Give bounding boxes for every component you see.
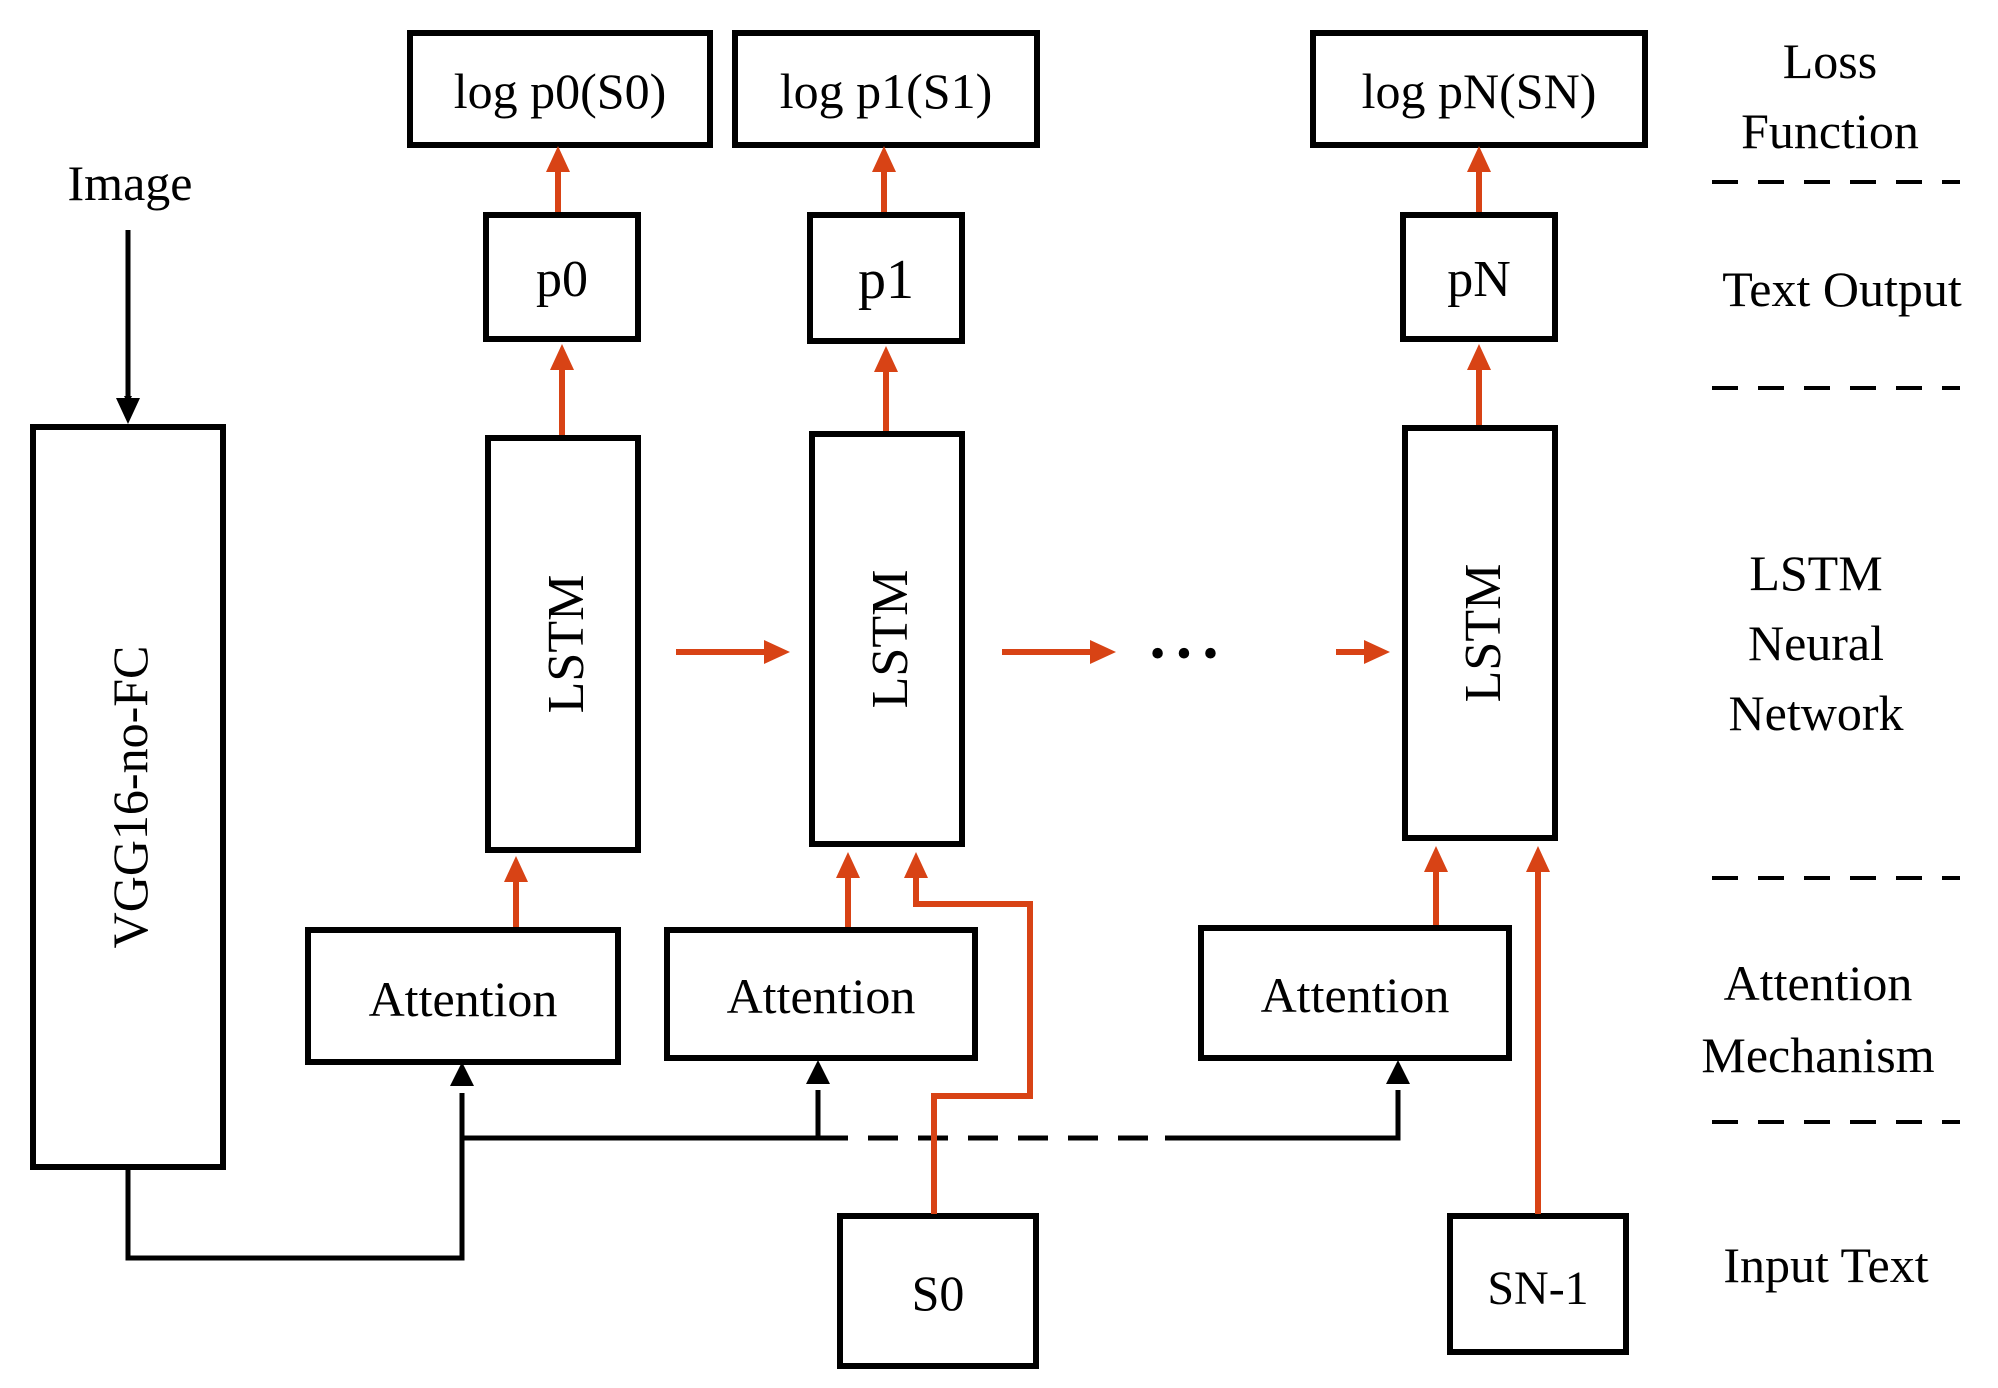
feature-bus-solid-end: [1165, 1090, 1401, 1141]
recurrent-arrowhead-dots-n: [1364, 640, 1390, 664]
lstm-box-1: [809, 431, 965, 847]
step-n: log pN(SN) pN LSTM Attention: [1198, 30, 1648, 1061]
ellipsis: • • •: [1150, 629, 1218, 678]
attention-box-1: [664, 927, 978, 1061]
output-box-1: [807, 212, 965, 344]
attention-label-n: Attention: [1261, 967, 1450, 1023]
layer-lstm-line-2: Neural: [1748, 615, 1884, 671]
attention-to-lstm-arrowhead-1: [836, 852, 860, 878]
input-text-label-sn-1: SN-1: [1487, 1262, 1588, 1315]
recurrent-arrowhead-0-1: [764, 640, 790, 664]
image-label: Image: [68, 155, 193, 211]
lstm-to-output-arrowhead-1: [874, 346, 898, 372]
lstm-box-n: [1402, 425, 1558, 841]
output-to-loss-arrowhead-1: [872, 146, 896, 172]
output-label-0: p0: [536, 251, 588, 308]
input-text-label-s0: S0: [912, 1265, 965, 1321]
output-box-n: [1400, 212, 1558, 342]
step-0: log p0(S0) p0 LSTM Attention: [305, 30, 713, 1065]
output-label-n: pN: [1447, 251, 1511, 308]
attention-1-input-arrowhead: [806, 1060, 830, 1084]
layer-input-text: Input Text: [1723, 1237, 1928, 1293]
recurrent-arrowhead-1-dots: [1090, 640, 1116, 664]
loss-label-n: log pN(SN): [1362, 63, 1597, 119]
attention-to-lstm-arrowhead-0: [504, 856, 528, 882]
loss-box-1: [732, 30, 1040, 148]
lstm-label-0: LSTM: [538, 575, 595, 714]
attention-0-input-arrowhead: [450, 1062, 474, 1086]
attention-box-n: [1198, 925, 1512, 1061]
layer-loss-line-2: Function: [1741, 103, 1919, 159]
lstm-label-1: LSTM: [862, 570, 919, 709]
step-1: log p1(S1) p1 LSTM Attention: [664, 30, 1040, 1061]
attention-n-input-arrowhead: [1386, 1060, 1410, 1084]
attention-to-lstm-arrowhead-n: [1424, 846, 1448, 872]
layer-legend: Loss Function Text Output LSTM Neural Ne…: [1701, 33, 1962, 1293]
lstm-to-output-arrowhead-n: [1467, 344, 1491, 370]
encoder-output-line: [125, 1093, 465, 1261]
loss-label-0: log p0(S0): [454, 63, 667, 119]
encoder-label: VGG16-no-FC: [102, 646, 158, 949]
input-text-box-sn-1: SN-1: [1447, 1213, 1629, 1355]
attention-label-0: Attention: [369, 971, 558, 1027]
layer-lstm-line-1: LSTM: [1749, 545, 1882, 601]
loss-box-n: [1310, 30, 1648, 148]
layer-text-output: Text Output: [1722, 261, 1962, 317]
loss-box-0: [407, 30, 713, 148]
loss-label-1: log p1(S1): [780, 63, 993, 119]
output-box-0: [483, 212, 641, 342]
output-to-loss-arrowhead-n: [1467, 146, 1491, 172]
output-label-1: p1: [858, 249, 914, 311]
layer-loss-line-1: Loss: [1783, 33, 1877, 89]
output-to-loss-arrowhead-0: [546, 146, 570, 172]
attention-box-0: [305, 927, 621, 1065]
encoder-block: VGG16-no-FC: [30, 424, 226, 1170]
image-arrowhead: [116, 398, 140, 424]
lstm-label-n: LSTM: [1455, 564, 1512, 703]
layer-attention-line-2: Mechanism: [1701, 1027, 1934, 1083]
input-text-box-s0: S0: [837, 1213, 1039, 1369]
s0-to-lstm-1-path: [913, 876, 1033, 1214]
sn-1-to-lstm-n-arrowhead: [1526, 846, 1550, 872]
lstm-to-output-arrowhead-0: [550, 344, 574, 370]
attention-label-1: Attention: [727, 968, 916, 1024]
layer-attention-line-1: Attention: [1724, 955, 1913, 1011]
lstm-box-0: [485, 435, 641, 853]
s0-to-lstm-1-arrowhead: [904, 852, 928, 878]
layer-lstm-line-3: Network: [1729, 685, 1904, 741]
